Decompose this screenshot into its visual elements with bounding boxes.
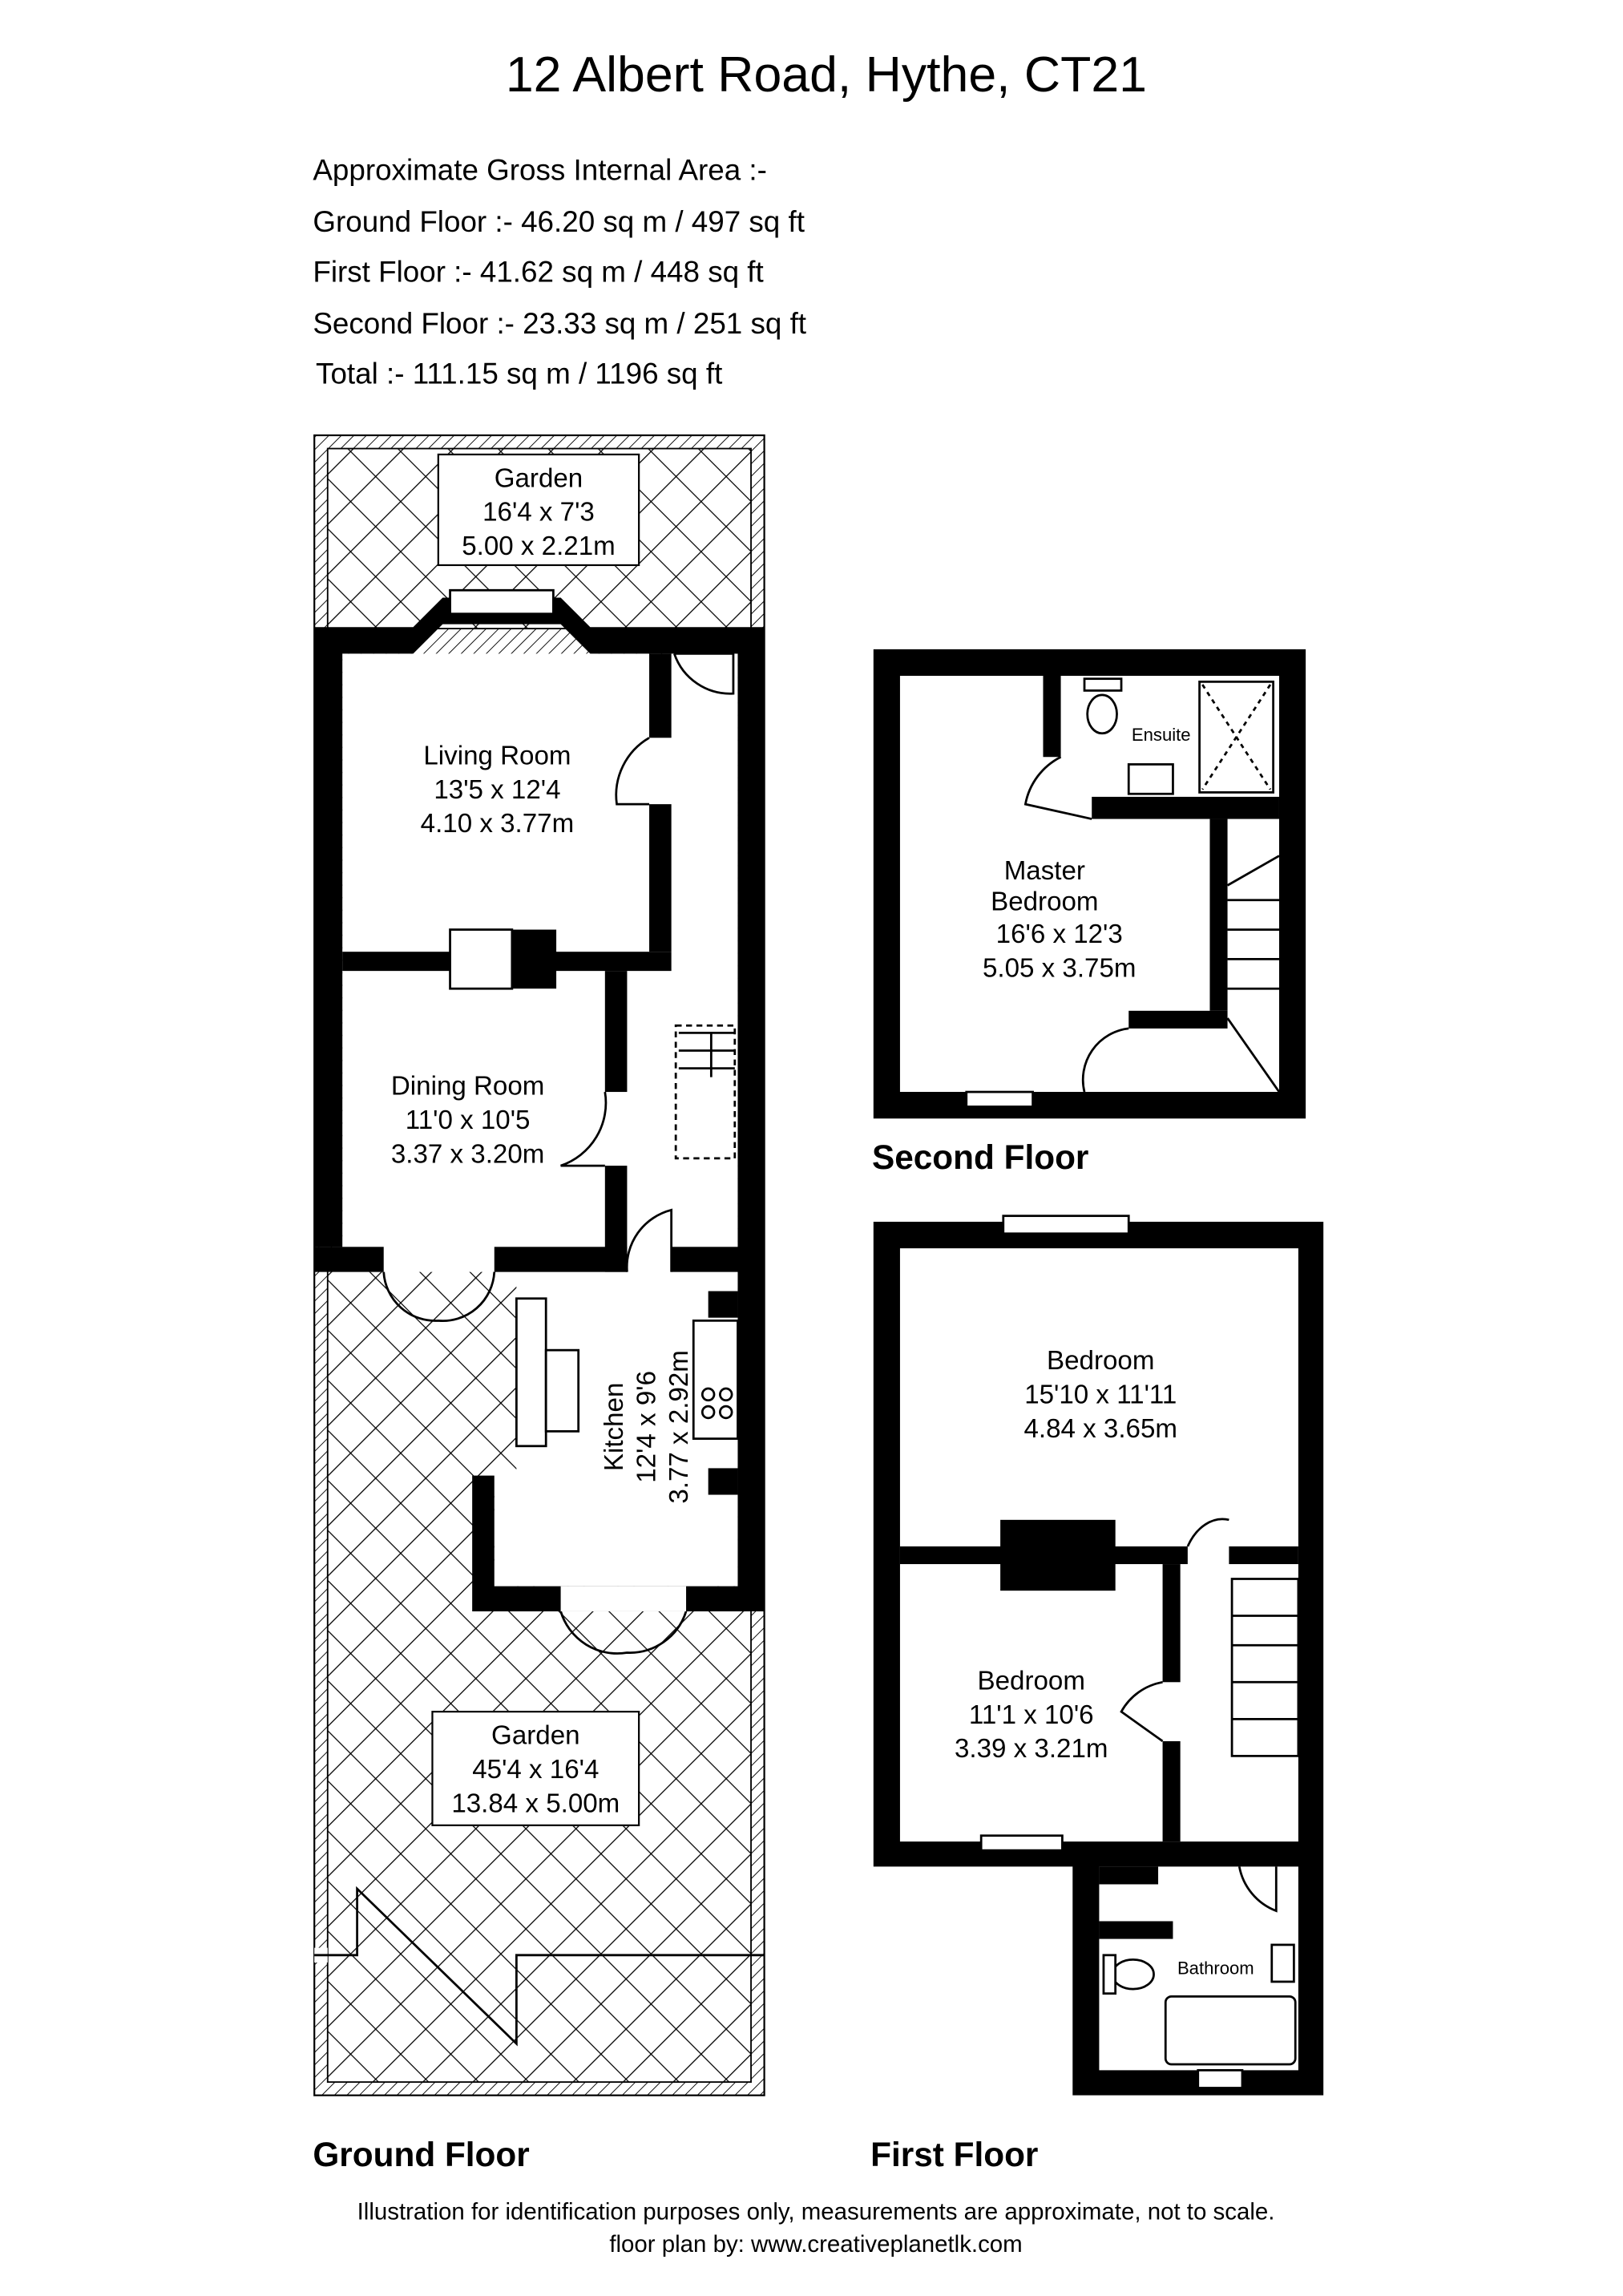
room-name: Master xyxy=(1004,856,1085,886)
room-master-bedroom: Master Bedroom 16'6 x 12'3 5.05 x 3.75m xyxy=(983,856,1137,983)
room-name: Kitchen xyxy=(600,1383,629,1472)
room-garden-bottom: Garden 45'4 x 16'4 13.84 x 5.00m xyxy=(451,1721,620,1819)
area-heading: Approximate Gross Internal Area :- xyxy=(313,154,767,187)
room-imperial: 11'0 x 10'5 xyxy=(406,1106,531,1135)
room-name: Bedroom xyxy=(1047,1346,1154,1376)
room-name-2: Bedroom xyxy=(991,887,1098,917)
room-name: Dining Room xyxy=(391,1072,544,1102)
room-name: Bedroom xyxy=(978,1667,1085,1696)
room-imperial: 16'4 x 7'3 xyxy=(482,498,595,528)
ground-floor-plan: Garden 16'4 x 7'3 5.00 x 2.21m Living Ro… xyxy=(313,434,765,2096)
area-total: Total :- 111.15 sq m / 1196 sq ft xyxy=(316,358,722,390)
property-title: 12 Albert Road, Hythe, CT21 xyxy=(506,46,1147,103)
area-second-floor: Second Floor :- 23.33 sq m / 251 sq ft xyxy=(313,307,806,340)
first-floor-plan: Bathroom Bedroom 15'10 x 11'11 4.84 x 3.… xyxy=(873,1215,1324,2096)
room-metric: 4.84 x 3.65m xyxy=(1024,1414,1178,1444)
room-ensuite: Ensuite xyxy=(1132,725,1191,745)
room-imperial: 11'1 x 10'6 xyxy=(969,1700,1094,1730)
floor-label-first: First Floor xyxy=(870,2136,1038,2173)
room-imperial: 16'6 x 12'3 xyxy=(996,920,1123,949)
room-dining-room: Dining Room 11'0 x 10'5 3.37 x 3.20m xyxy=(391,1072,545,1170)
room-bedroom-rear: Bedroom 11'1 x 10'6 3.39 x 3.21m xyxy=(955,1667,1108,1764)
room-garden-top: Garden 16'4 x 7'3 5.00 x 2.21m xyxy=(462,463,616,561)
floor-label-second: Second Floor xyxy=(872,1138,1088,1176)
floor-label-ground: Ground Floor xyxy=(313,2136,529,2173)
disclaimer: Illustration for identification purposes… xyxy=(357,2198,1275,2225)
credit: floor plan by: www.creativeplanetlk.com xyxy=(609,2231,1022,2258)
room-metric: 3.37 x 3.20m xyxy=(391,1139,545,1169)
room-metric: 3.77 x 2.92m xyxy=(664,1350,694,1504)
second-floor-plan: Ensuite Master Bedroom 16'6 x 12'3 5.05 … xyxy=(872,649,1306,1176)
room-living-room: Living Room 13'5 x 12'4 4.10 x 3.77m xyxy=(421,741,575,839)
room-kitchen: Kitchen 12'4 x 9'6 3.77 x 2.92m xyxy=(600,1350,694,1504)
room-metric: 13.84 x 5.00m xyxy=(451,1789,620,1818)
room-bedroom-front: Bedroom 15'10 x 11'11 4.84 x 3.65m xyxy=(1024,1346,1178,1444)
room-imperial: 12'4 x 9'6 xyxy=(632,1371,661,1483)
room-name: Garden xyxy=(495,463,583,493)
room-name: Living Room xyxy=(423,741,571,770)
room-imperial: 45'4 x 16'4 xyxy=(472,1755,599,1785)
area-ground-floor: Ground Floor :- 46.20 sq m / 497 sq ft xyxy=(313,205,805,238)
room-bathroom: Bathroom xyxy=(1177,1958,1254,1979)
room-name: Garden xyxy=(491,1721,579,1751)
room-metric: 4.10 x 3.77m xyxy=(421,809,575,839)
room-metric: 5.05 x 3.75m xyxy=(983,953,1137,983)
room-imperial: 15'10 x 11'11 xyxy=(1024,1380,1177,1409)
room-imperial: 13'5 x 12'4 xyxy=(434,775,560,805)
room-metric: 5.00 x 2.21m xyxy=(462,532,616,561)
room-metric: 3.39 x 3.21m xyxy=(955,1734,1108,1764)
area-first-floor: First Floor :- 41.62 sq m / 448 sq ft xyxy=(313,256,763,289)
